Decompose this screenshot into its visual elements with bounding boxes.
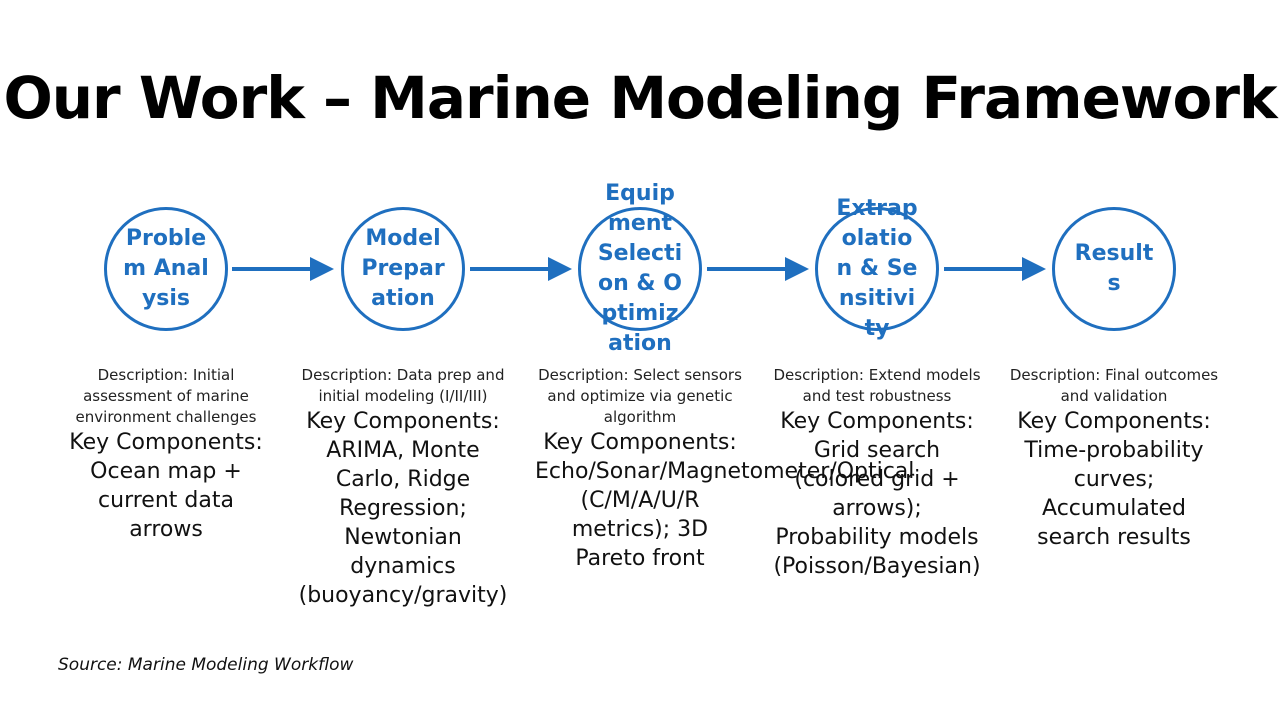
step-results: Results — [1052, 207, 1176, 331]
step-description-block: Description: Final outcomes and validati… — [1009, 365, 1219, 552]
step-label: Results — [1074, 241, 1154, 296]
key-components: Key Components: Time-probability curves;… — [1017, 409, 1211, 550]
page-title: Our Work – Marine Modeling Framework — [3, 64, 1277, 132]
step-description: Description: Data prep and initial model… — [301, 366, 505, 405]
step-description: Description: Initial assessment of marin… — [75, 366, 257, 426]
step-description: Description: Final outcomes and validati… — [1009, 366, 1219, 405]
step-model-preparation: Model Preparation — [341, 207, 465, 331]
source-note: Source: Marine Modeling Workflow — [58, 655, 354, 675]
step-label: Problem Analysis — [123, 226, 209, 311]
step-label: Extrapolation & Sensitivity — [836, 196, 918, 341]
step-description-block: Description: Select sensors and optimize… — [535, 365, 915, 573]
key-components: Key Components: Echo/Sonar/Magnetometer/… — [535, 430, 915, 571]
step-label: Equipment Selection & Optimization — [597, 181, 683, 356]
step-equipment-selection: Equipment Selection & Optimization — [578, 181, 702, 356]
step-description: Description: Extend models and test robu… — [773, 366, 981, 405]
step-extrapolation: Extrapolation & Sensitivity — [815, 196, 939, 341]
key-components: Key Components: Grid search (colored gri… — [773, 409, 981, 579]
key-components: Key Components: ARIMA, Monte Carlo, Ridg… — [298, 409, 508, 608]
step-description-block: Description: Extend models and test robu… — [772, 365, 982, 581]
step-description-block: Description: Data prep and initial model… — [298, 365, 508, 610]
key-components: Key Components: Ocean map + current data… — [69, 430, 263, 542]
step-label: Model Preparation — [361, 226, 445, 311]
step-description-block: Description: Initial assessment of marin… — [61, 365, 271, 544]
step-description: Description: Select sensors and optimize… — [538, 366, 742, 426]
step-problem-analysis: Problem Analysis — [104, 207, 228, 331]
